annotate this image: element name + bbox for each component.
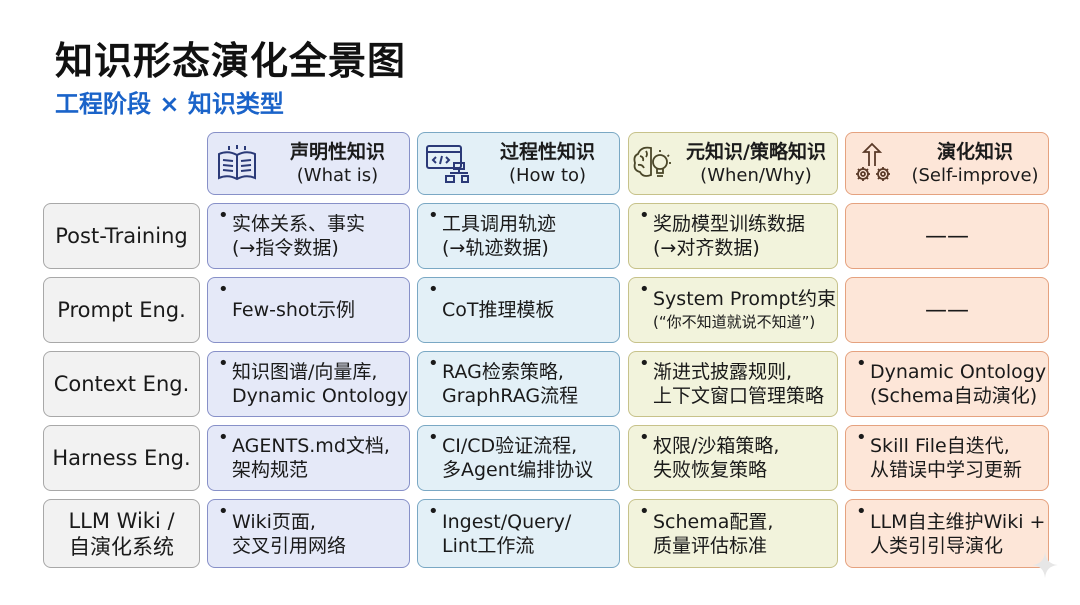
cell-context-eng-declarative: • 知识图谱/向量库,Dynamic Ontology: [207, 351, 410, 417]
cell-prompt-eng-evolutionary: ——: [845, 277, 1049, 343]
cell-post-training-evolutionary: ——: [845, 203, 1049, 269]
column-title: 演化知识: [936, 140, 1013, 163]
row-label-prompt-eng: Prompt Eng.: [43, 277, 200, 343]
cell-llm-wiki-evolutionary: • LLM自主维护Wiki +人类引引导演化: [845, 499, 1049, 568]
open-book-icon: [208, 135, 266, 193]
column-header-procedural: 过程性知识 (How to): [417, 132, 620, 195]
cell-harness-eng-procedural: • CI/CD验证流程,多Agent编排协议: [417, 425, 620, 491]
cell-harness-eng-evolutionary: • Skill File自迭代,从错误中学习更新: [845, 425, 1049, 491]
column-subtitle: (When/Why): [700, 164, 812, 186]
cell-harness-eng-declarative: • AGENTS.md文档,架构规范: [207, 425, 410, 491]
cell-prompt-eng-declarative: • Few-shot示例: [207, 277, 410, 343]
column-title: 元知识/策略知识: [686, 140, 826, 163]
brain-lightbulb-icon: [629, 135, 675, 193]
cell-prompt-eng-meta: • System Prompt约束(“你不知道就说不知道”): [628, 277, 838, 343]
cell-llm-wiki-declarative: • Wiki页面,交叉引用网络: [207, 499, 410, 568]
page-title: 知识形态演化全景图: [55, 39, 407, 83]
cell-context-eng-meta: • 渐进式披露规则,上下文窗口管理策略: [628, 351, 838, 417]
column-header-declarative: 声明性知识 (What is): [207, 132, 410, 195]
cell-post-training-procedural: • 工具调用轨迹(→轨迹数据): [417, 203, 620, 269]
arrow-gears-icon: [846, 135, 902, 193]
column-subtitle: (How to): [508, 164, 587, 186]
row-label-llm-wiki: LLM Wiki / 自演化系统: [43, 499, 200, 568]
cell-llm-wiki-meta: • Schema配置,质量评估标准: [628, 499, 838, 568]
cell-post-training-declarative: • 实体关系、事实(→指令数据): [207, 203, 410, 269]
cell-context-eng-evolutionary: • Dynamic Ontology(Schema自动演化): [845, 351, 1049, 417]
row-label-context-eng: Context Eng.: [43, 351, 200, 417]
column-header-meta: 元知识/策略知识 (When/Why): [628, 132, 838, 195]
column-subtitle: (What is): [296, 164, 379, 186]
cell-context-eng-procedural: • RAG检索策略,GraphRAG流程: [417, 351, 620, 417]
row-label-harness-eng: Harness Eng.: [43, 425, 200, 491]
sparkle-icon: [1030, 550, 1060, 580]
column-header-evolutionary: 演化知识 (Self-improve): [845, 132, 1049, 195]
cell-post-training-meta: • 奖励模型训练数据(→对齐数据): [628, 203, 838, 269]
column-title: 声明性知识: [289, 140, 385, 163]
cell-prompt-eng-procedural: • CoT推理模板: [417, 277, 620, 343]
row-label-post-training: Post-Training: [43, 203, 200, 269]
column-subtitle: (Self-improve): [911, 164, 1039, 186]
cell-harness-eng-meta: • 权限/沙箱策略,失败恢复策略: [628, 425, 838, 491]
cell-llm-wiki-procedural: • Ingest/Query/Lint工作流: [417, 499, 620, 568]
page-subtitle: 工程阶段 × 知识类型: [55, 90, 284, 118]
column-title: 过程性知识: [499, 140, 595, 163]
code-flowchart-icon: [418, 135, 476, 193]
